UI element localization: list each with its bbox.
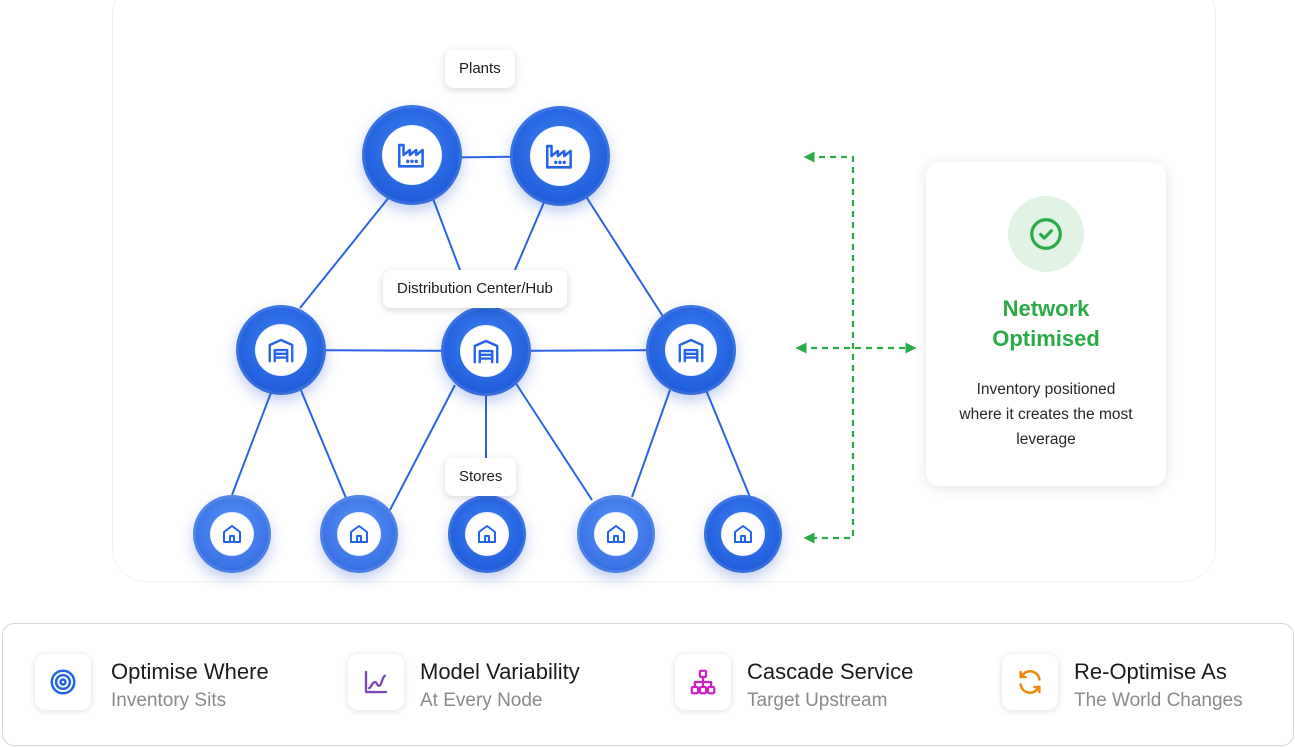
optimisation-connector [795, 151, 917, 544]
feature-title: Re-Optimise As [1074, 659, 1227, 684]
store-icon [607, 525, 625, 543]
feature-title: Optimise Where [111, 659, 269, 684]
feature-title: Cascade Service [747, 659, 914, 684]
store-icon [223, 525, 241, 543]
hub-label: Distribution Center/Hub [383, 270, 567, 308]
store-node[interactable] [448, 495, 526, 573]
hierarchy-icon [690, 669, 716, 695]
edge [584, 194, 665, 319]
status-title: Network Optimised [992, 296, 1100, 351]
edge [514, 199, 546, 271]
edge [705, 389, 751, 498]
feature-subtitle: At Every Node [420, 690, 543, 711]
store-icon [350, 525, 368, 543]
hub-node[interactable] [441, 306, 531, 396]
check-circle-icon [1030, 218, 1062, 250]
store-node[interactable] [704, 495, 782, 573]
edge [389, 384, 456, 511]
warehouse-icon [268, 338, 294, 363]
warehouse-icon [678, 338, 704, 363]
stores-label: Stores [445, 458, 517, 496]
feature-subtitle: Inventory Sits [111, 690, 227, 711]
line-chart-icon [364, 670, 388, 694]
hub-node[interactable] [236, 305, 326, 395]
plant-node[interactable] [510, 106, 610, 206]
edge [431, 195, 461, 271]
store-node[interactable] [320, 495, 398, 573]
warehouse-icon [473, 339, 499, 364]
edge [631, 389, 671, 498]
edge [299, 195, 391, 309]
feature-title: Model Variability [420, 659, 580, 684]
target-icon [50, 669, 76, 695]
network-status-card: Network Optimised Inventory positioned w… [926, 162, 1166, 486]
store-node[interactable] [577, 495, 655, 573]
refresh-icon [1019, 670, 1041, 694]
status-icon-wrap [1008, 196, 1084, 272]
store-node[interactable] [193, 495, 271, 573]
plant-node[interactable] [362, 105, 462, 205]
feature-subtitle: The World Changes [1074, 690, 1243, 711]
edge [299, 387, 347, 499]
store-icon [478, 525, 496, 543]
factory-icon [397, 143, 424, 168]
edge [514, 381, 593, 501]
edge [231, 389, 273, 496]
hub-node[interactable] [646, 305, 736, 395]
status-description: Inventory positioned where it creates th… [959, 381, 1133, 448]
plants-label: Plants [445, 50, 515, 88]
feature-subtitle: Target Upstream [747, 690, 888, 711]
feature-strip: Optimise Where Inventory Sits Model Vari… [2, 623, 1294, 746]
factory-icon [545, 144, 572, 169]
store-icon [734, 525, 752, 543]
